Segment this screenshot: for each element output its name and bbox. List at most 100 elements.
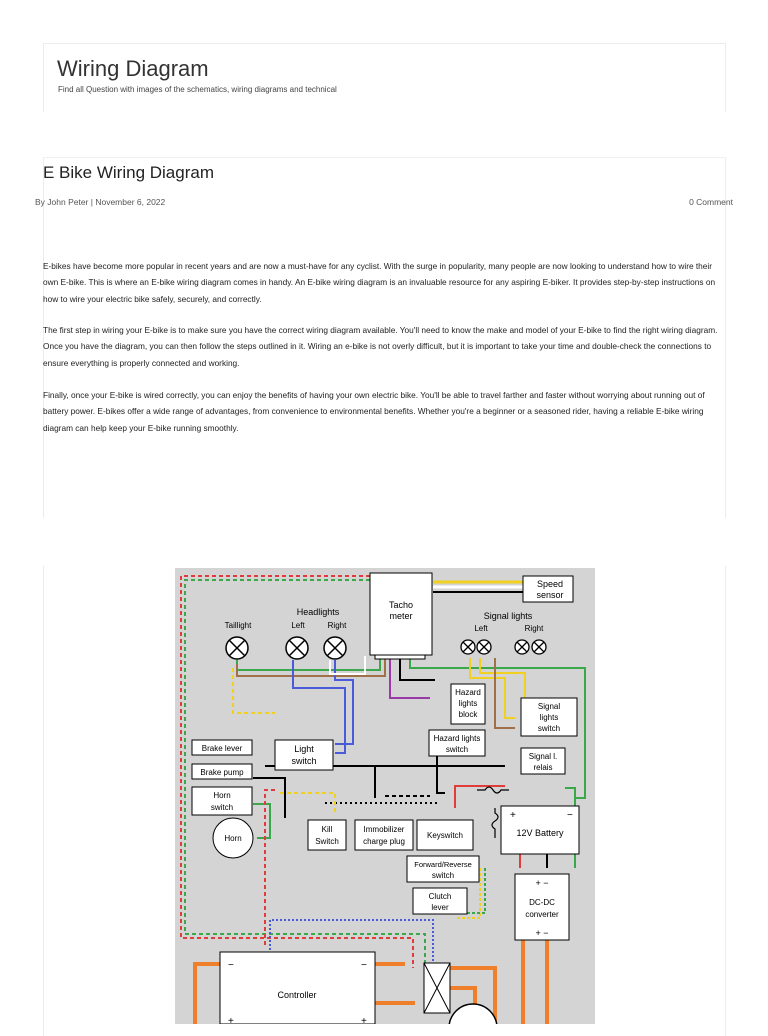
controller-box — [219, 951, 376, 1024]
signal-switch-box — [520, 697, 578, 737]
controller-minus-left: − — [228, 960, 234, 971]
hazard-switch-label-1: Hazard lights — [434, 734, 481, 743]
controller-label: Controller — [277, 990, 316, 1000]
speed-sensor-box — [522, 575, 574, 603]
controller-plus-right: + — [361, 1016, 367, 1024]
hazard-switch-label-2: switch — [446, 745, 468, 754]
site-tagline: Find all Question with images of the sch… — [58, 85, 337, 94]
signal-bulb-2 — [476, 639, 492, 655]
fuse-top-icon — [477, 786, 509, 794]
wire-signal-yellow — [469, 658, 515, 719]
wire-tacho-purple — [389, 656, 430, 699]
wire-headlight-white — [329, 656, 366, 675]
speed-sensor-label-2: sensor — [536, 590, 563, 600]
battery-box — [500, 805, 580, 855]
brake-lever-label: Brake lever — [202, 744, 243, 753]
kill-switch-box — [307, 819, 347, 851]
signal-right-label: Right — [525, 624, 544, 633]
wire-battery-red — [454, 785, 505, 793]
signal-relais-box — [520, 747, 566, 775]
wire-signal-brown — [494, 658, 515, 729]
horn-label: Horn — [224, 834, 241, 843]
dcdc-label-2: converter — [525, 910, 559, 919]
horn-circle — [212, 817, 254, 859]
signal-switch-label-1: Signal — [538, 702, 560, 711]
image-container — [43, 566, 726, 1036]
signal-switch-label-2: lights — [540, 713, 559, 722]
dcdc-top-terminals: + − — [535, 878, 548, 888]
fr-switch-label-2: switch — [432, 871, 454, 880]
immobilizer-label-2: charge plug — [363, 837, 405, 846]
hazard-block-label-1: Hazard — [455, 688, 481, 697]
horn-switch-box — [191, 786, 253, 816]
motor-circle — [448, 1003, 498, 1024]
keyswitch-label: Keyswitch — [427, 831, 463, 840]
motor-connector-cross-icon — [423, 962, 451, 1014]
brake-pump-box — [191, 763, 253, 780]
controller-minus-right: − — [361, 960, 367, 971]
battery-minus-label: − — [567, 810, 573, 821]
wire-red-dash — [264, 789, 275, 948]
cable-power-left — [193, 962, 220, 1024]
wire-fr-yellow — [455, 868, 481, 919]
site-title[interactable]: Wiring Diagram — [57, 56, 209, 81]
signal-bulb-1 — [460, 639, 476, 655]
hazard-block-box — [450, 683, 486, 725]
tachometer-label-1: Tacho — [389, 600, 413, 610]
hazard-block-label-3: block — [459, 710, 479, 719]
brake-pump-label: Brake pump — [200, 768, 244, 777]
wire-outer-green — [184, 579, 426, 963]
ebike-wiring-diagram: Tacho meter Speed sensor Headlights Left… — [175, 568, 595, 1024]
headlight-left-bulb — [285, 636, 309, 660]
wire-horn-green — [253, 803, 271, 839]
wire-light-brown — [236, 656, 386, 677]
fr-switch-box — [406, 855, 480, 883]
site-header: Wiring Diagram Find all Question with im… — [43, 43, 726, 112]
dcdc-converter-box — [514, 873, 570, 941]
light-switch-label-1: Light — [294, 744, 314, 754]
clutch-lever-label-1: Clutch — [429, 892, 452, 901]
paragraph-3: Finally, once your E-bike is wired corre… — [43, 390, 705, 433]
immobilizer-box — [354, 819, 414, 851]
dcdc-bottom-terminals: + − — [535, 928, 548, 938]
taillight-bulb — [225, 636, 249, 660]
controller-plus-left: + — [228, 1016, 234, 1024]
post-meta: By John Peter | November 6, 2022 — [35, 197, 166, 207]
tachometer-connector — [374, 654, 426, 660]
clutch-lever-box — [412, 887, 468, 915]
wire-headlight-blue — [292, 660, 346, 754]
horn-switch-label-2: switch — [211, 803, 233, 812]
taillight-label: Taillight — [225, 621, 252, 630]
tachometer-label-2: meter — [389, 611, 412, 621]
battery-plus-label: + — [510, 810, 516, 821]
clutch-lever-label-2: lever — [431, 903, 449, 912]
fuse-side-icon — [491, 808, 499, 838]
headlights-left-label: Left — [291, 621, 305, 630]
signal-bulb-4 — [531, 639, 547, 655]
paragraph-1: E-bikes have become more popular in rece… — [43, 261, 716, 304]
signal-relais-label-2: relais — [533, 763, 552, 772]
speed-sensor-label-1: Speed — [537, 579, 563, 589]
kill-switch-label-2: Switch — [315, 837, 339, 846]
keyswitch-box — [416, 819, 474, 851]
signal-lights-label: Signal lights — [484, 611, 533, 621]
hazard-switch-box — [428, 729, 486, 757]
wire-outer-red — [180, 575, 414, 968]
wire-tacho-black — [399, 656, 435, 681]
signal-relais-label-1: Signal l. — [529, 752, 557, 761]
article-container — [43, 157, 726, 518]
horn-switch-label-1: Horn — [213, 791, 230, 800]
light-switch-box — [274, 739, 334, 771]
wire-brake — [253, 777, 286, 818]
wire-taillight-yellow — [232, 668, 275, 714]
headlight-right-bulb — [323, 636, 347, 660]
comment-count-link[interactable]: 0 Comment — [689, 197, 733, 207]
paragraph-2: The first step in wiring your E-bike is … — [43, 325, 718, 368]
signal-bulb-3 — [514, 639, 530, 655]
wire-blue-dots — [269, 919, 434, 968]
dcdc-label-1: DC-DC — [529, 898, 555, 907]
wire-tacho-green — [409, 656, 586, 799]
wire-fr-green — [460, 868, 486, 914]
signal-switch-label-3: switch — [538, 724, 560, 733]
wire-key-black — [436, 748, 445, 794]
